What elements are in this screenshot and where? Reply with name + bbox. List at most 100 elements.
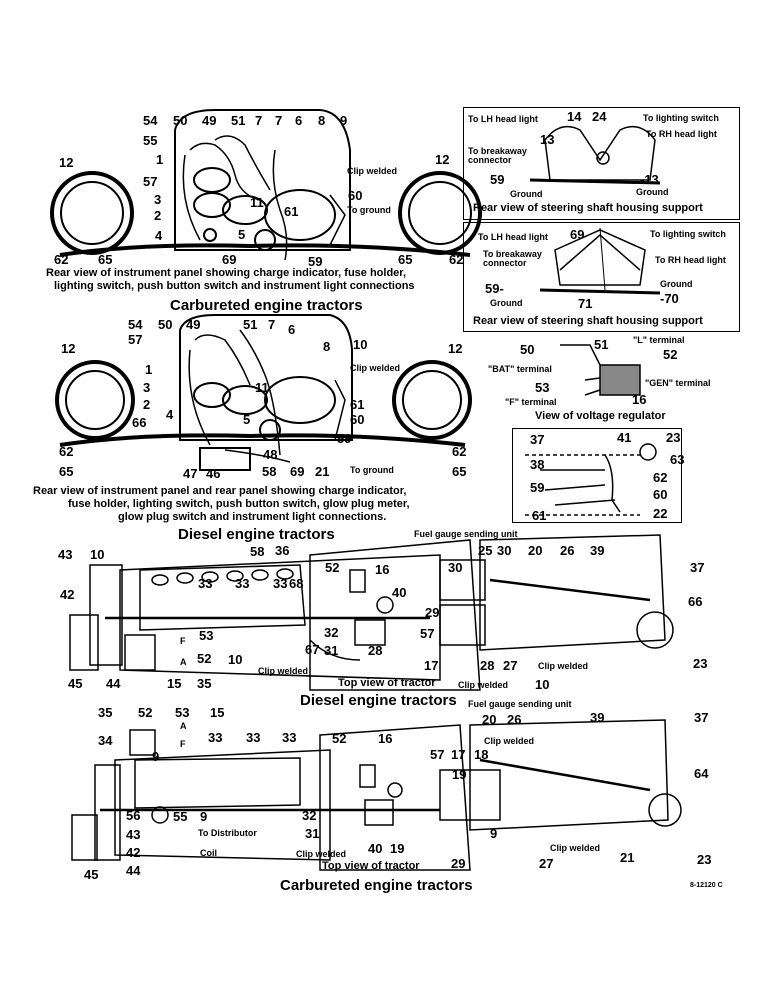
panel2-caption-line2: fuse holder, lighting switch, push butto… — [68, 498, 410, 510]
label-num: 12 — [59, 155, 74, 170]
label-num: 60 — [653, 487, 668, 502]
inset1-frame — [463, 107, 740, 220]
panel2-drawing — [55, 314, 472, 471]
panel2-heading: Diesel engine tractors — [178, 526, 335, 543]
label-num: 51 — [243, 317, 258, 332]
label-num: 50 — [173, 113, 188, 128]
label-num: 48 — [263, 447, 278, 462]
l-terminal-label: "L" terminal — [633, 335, 685, 345]
clip-welded-label: Clip welded — [258, 666, 309, 676]
label-num: 39 — [590, 543, 605, 558]
label-num: 59 — [308, 254, 323, 269]
inset2-frame — [463, 222, 740, 332]
label-num: 51 — [594, 337, 609, 352]
label-num: 24 — [592, 109, 607, 124]
label-num: 6 — [288, 322, 296, 337]
label-num: 4 — [166, 407, 174, 422]
label-num: 16 — [632, 392, 647, 407]
fuel-gauge-label: Fuel gauge sending unit — [414, 529, 518, 539]
label-num: 15 — [167, 676, 182, 691]
label-num: 37 — [694, 710, 709, 725]
inset1-caption: Rear view of steering shaft housing supp… — [473, 203, 703, 214]
label-num: 20 — [482, 712, 497, 727]
label-num: 47 — [183, 466, 198, 481]
label-num: 10 — [90, 547, 105, 562]
label-num: 43 — [126, 827, 141, 842]
label-num: 3 — [143, 380, 151, 395]
label-num: 31 — [305, 826, 320, 841]
top-view-caption: Top view of tractor — [338, 677, 436, 689]
inset3-frame — [512, 428, 682, 523]
label-num: 23 — [666, 430, 681, 445]
label-num: 40 — [392, 585, 407, 600]
label-num: 59 — [490, 172, 505, 187]
label-num: 44 — [106, 676, 121, 691]
label-num: 16 — [375, 562, 390, 577]
inset2-rh-head-light: To RH head light — [655, 255, 726, 265]
clip-welded-label: Clip welded — [347, 166, 398, 176]
label-num: 62 — [54, 252, 69, 267]
label-num: -13 — [640, 172, 659, 187]
label-num: 29 — [451, 856, 466, 871]
label-num: 66 — [132, 415, 147, 430]
label-num: 42 — [60, 587, 75, 602]
label-num: 58 — [250, 544, 265, 559]
clip-welded-label: Clip welded — [350, 363, 401, 373]
label-num: 58 — [262, 464, 277, 479]
clip-welded-label: Clip welded — [458, 680, 509, 690]
label-num: 21 — [620, 850, 635, 865]
carb-top-drawing — [71, 719, 682, 871]
inset2-lh-head-light: To LH head light — [478, 232, 548, 242]
carb-top-heading: Carbureted engine tractors — [280, 877, 473, 894]
drawing-reference-number: 8-12120 C — [690, 882, 723, 889]
inset1-ground-left: Ground — [510, 189, 543, 199]
panel1-caption-line1: Rear view of instrument panel showing ch… — [46, 267, 407, 279]
label-num: 52 — [138, 705, 153, 720]
label-num: 65 — [398, 252, 413, 267]
label-num: 62 — [452, 444, 467, 459]
label-num: 12 — [448, 341, 463, 356]
label-num: 30 — [448, 560, 463, 575]
label-num: 18 — [474, 747, 489, 762]
label-num: 22 — [653, 506, 668, 521]
label-num: 21 — [315, 464, 330, 479]
coil-label: Coil — [200, 848, 217, 858]
label-num: 57 — [430, 747, 445, 762]
label-num: 59- — [485, 281, 504, 296]
label-num: 7 — [268, 317, 276, 332]
label-num: 56 — [126, 808, 141, 823]
label-num: 30 — [497, 543, 512, 558]
label-num: 26 — [507, 712, 522, 727]
label-num: 45 — [68, 676, 83, 691]
inset3-drawing — [525, 443, 657, 516]
label-num: 50 — [520, 342, 535, 357]
inset1-ground-right: Ground — [636, 187, 669, 197]
label-num: 7 — [255, 113, 263, 128]
label-num: 10 — [535, 677, 550, 692]
label-num: 63 — [670, 452, 685, 467]
label-num: 57 — [143, 174, 158, 189]
label-num: 65 — [98, 252, 113, 267]
label-num: 44 — [126, 863, 141, 878]
label-num: 43 — [58, 547, 73, 562]
panel2-caption-line3: glow plug switch and instrument light co… — [118, 511, 387, 523]
bat-terminal-label: "BAT" terminal — [488, 364, 552, 374]
label-num: 8 — [323, 339, 331, 354]
label-num: 23 — [693, 656, 708, 671]
to-distributor-label: To Distributor — [198, 828, 257, 838]
regulator-drawing — [560, 344, 641, 396]
label-num: 53 — [535, 380, 550, 395]
label-num: 49 — [186, 317, 201, 332]
label-letter: A — [180, 657, 187, 667]
label-num: 62 — [653, 470, 668, 485]
inset2-caption: Rear view of steering shaft housing supp… — [473, 316, 703, 327]
label-num: 53 — [199, 628, 214, 643]
label-num: 61 — [284, 204, 299, 219]
label-num: 45 — [84, 867, 99, 882]
inset2-ground-left: Ground — [490, 298, 523, 308]
label-num: 20 — [528, 543, 543, 558]
label-num: 54 — [143, 113, 158, 128]
label-num: 17 — [424, 658, 439, 673]
inset2-ground-right: Ground — [660, 279, 693, 289]
